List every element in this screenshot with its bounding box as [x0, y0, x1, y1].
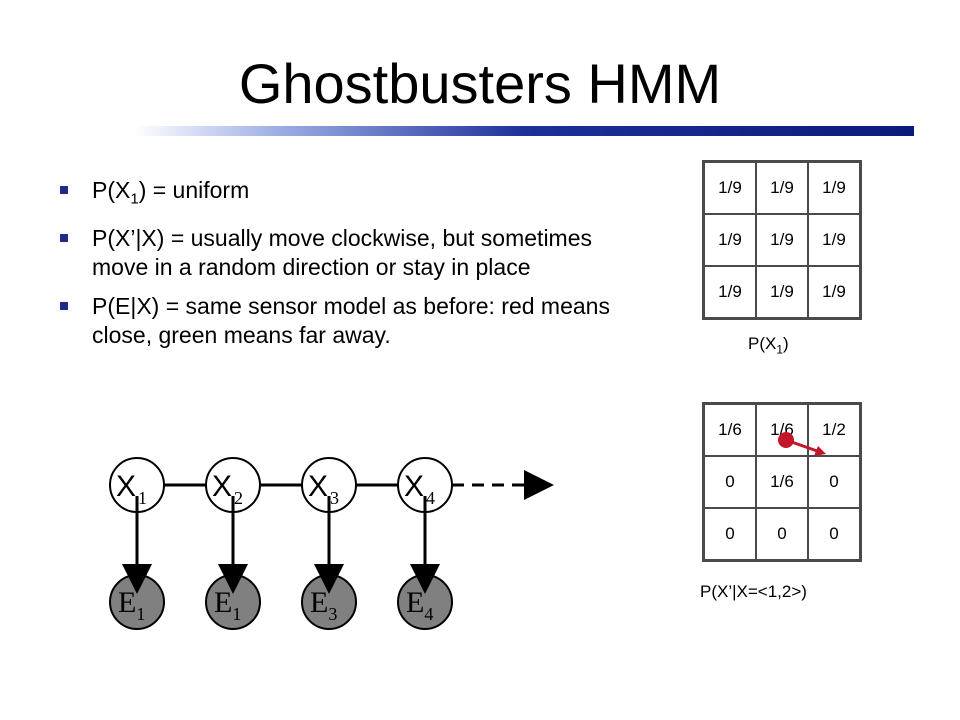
- prior-grid: 1/9 1/9 1/9 1/9 1/9 1/9 1/9 1/9 1/9: [702, 160, 862, 320]
- transition-cell: 1/6: [704, 404, 756, 456]
- bullet-square-icon: [60, 186, 68, 194]
- transition-cell: 0: [704, 508, 756, 560]
- prior-cell: 1/9: [756, 214, 808, 266]
- bullet-transition: P(X’|X) = usually move clockwise, but so…: [60, 224, 620, 282]
- transition-grid-caption: P(X’|X=<1,2>): [700, 582, 807, 601]
- transition-cell: 0: [704, 456, 756, 508]
- prior-grid-caption: P(X1): [748, 334, 789, 357]
- bullet-square-icon: [60, 301, 68, 310]
- bullet-sensor: P(E|X) = same sensor model as before: re…: [60, 292, 620, 350]
- prior-cell: 1/9: [756, 162, 808, 214]
- bullet-square-icon: [60, 233, 68, 242]
- title-underline: [134, 126, 914, 136]
- prior-cell: 1/9: [808, 162, 860, 214]
- transition-cell: 0: [808, 508, 860, 560]
- transition-grid: 1/6 1/6 1/2 0 1/6 0 0 0 0: [702, 402, 862, 562]
- transition-cell: 0: [756, 508, 808, 560]
- prior-cell: 1/9: [704, 162, 756, 214]
- bullet-list: P(X1) = uniform P(X’|X) = usually move c…: [60, 176, 620, 360]
- evidence-node-label: E4: [406, 586, 433, 624]
- bullet-text: P(X’|X) = usually move clockwise, but so…: [92, 224, 593, 280]
- prior-cell: 1/9: [808, 214, 860, 266]
- transition-cell: 1/2: [808, 404, 860, 456]
- slide-title: Ghostbusters HMM: [238, 52, 722, 115]
- prior-cell: 1/9: [808, 266, 860, 318]
- bullet-text: P(E|X) = same sensor model as before: re…: [92, 292, 610, 348]
- evidence-node-label: E1: [214, 586, 241, 624]
- transition-cell: 1/6: [756, 456, 808, 508]
- bullet-prior: P(X1) = uniform: [60, 176, 620, 214]
- bullet-text: P(X1) = uniform: [92, 177, 250, 208]
- prior-cell: 1/9: [704, 266, 756, 318]
- prior-cell: 1/9: [704, 214, 756, 266]
- transition-cell: 0: [808, 456, 860, 508]
- evidence-node-label: E1: [118, 586, 145, 624]
- prior-cell: 1/9: [756, 266, 808, 318]
- evidence-node-label: E3: [310, 586, 337, 624]
